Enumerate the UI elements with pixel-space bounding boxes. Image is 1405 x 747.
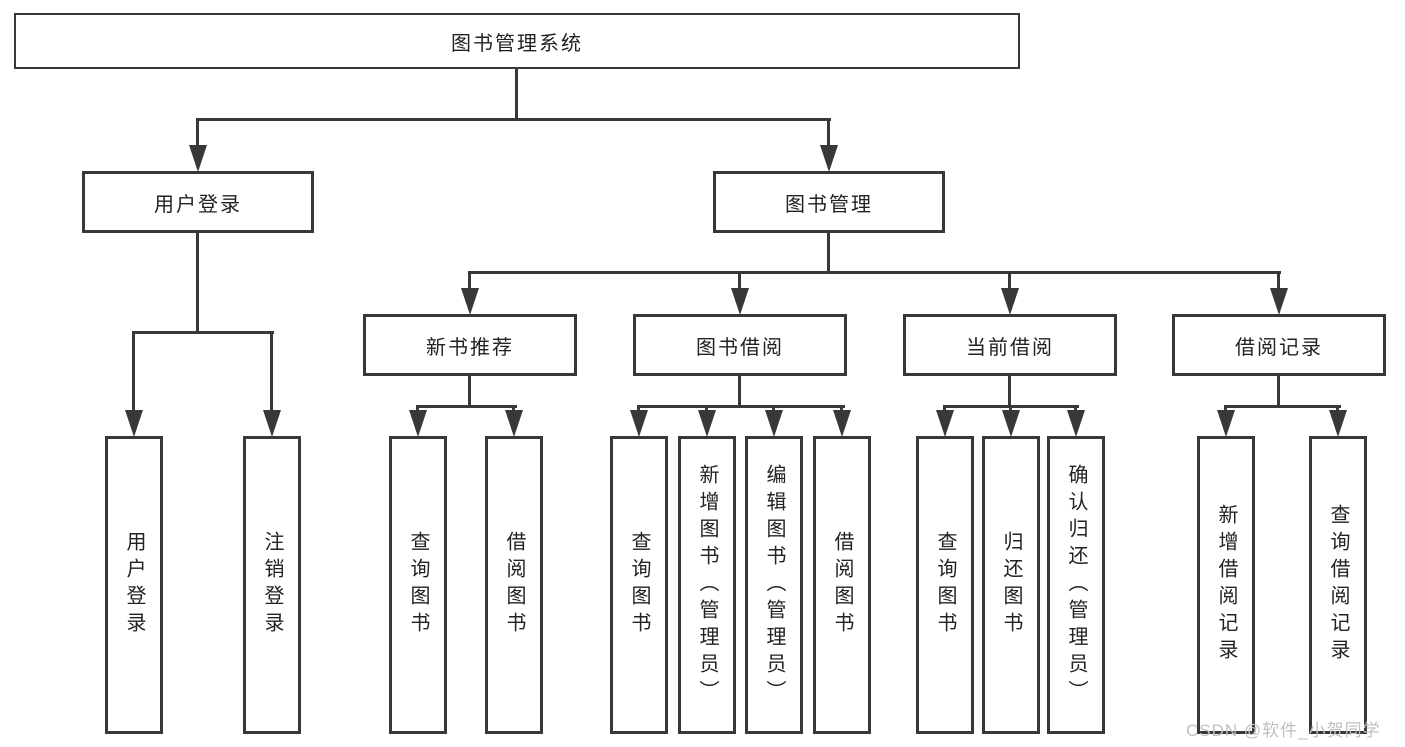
arrow-down-icon	[731, 288, 749, 315]
leaf-return-books: 归还图书	[982, 436, 1040, 734]
connector-vline	[1008, 271, 1011, 291]
leaf-logout-label: 注销登录	[261, 531, 283, 639]
connector-hline	[1224, 405, 1341, 408]
connector-vline	[1009, 405, 1012, 414]
leaf-query-books-current-label: 查询图书	[934, 531, 956, 639]
leaf-query-books-recommend-label: 查询图书	[407, 531, 429, 639]
node-borrowing-records: 借阅记录	[1172, 314, 1386, 376]
leaf-query-books-current: 查询图书	[916, 436, 974, 734]
leaf-edit-books-admin: 编辑图书（管理员）	[745, 436, 803, 734]
leaf-edit-books-admin-label: 编辑图书（管理员）	[763, 463, 785, 707]
node-new-book-recommendation-label: 新书推荐	[426, 336, 514, 359]
connector-hline	[637, 405, 845, 408]
connector-vline	[1008, 376, 1011, 408]
arrow-down-icon	[936, 410, 954, 437]
arrow-down-icon	[125, 410, 143, 437]
connector-vline	[738, 271, 741, 291]
arrow-down-icon	[698, 410, 716, 437]
node-book-management-label: 图书管理	[785, 193, 873, 216]
arrow-down-icon	[409, 410, 427, 437]
leaf-add-borrow-record-label: 新增借阅记录	[1215, 504, 1237, 666]
arrow-down-icon	[1001, 288, 1019, 315]
connector-vline	[1277, 376, 1280, 408]
leaf-add-books-admin: 新增图书（管理员）	[678, 436, 736, 734]
connector-hline	[468, 271, 1281, 274]
node-borrowing-records-label: 借阅记录	[1235, 336, 1323, 359]
arrow-down-icon	[1217, 410, 1235, 437]
connector-vline	[637, 405, 640, 414]
arrow-down-icon	[189, 145, 207, 172]
connector-vline	[1074, 405, 1077, 414]
connector-vline	[827, 233, 830, 274]
connector-vline	[196, 118, 199, 148]
leaf-borrow-books-recommend-label: 借阅图书	[503, 531, 525, 639]
arrow-down-icon	[820, 145, 838, 172]
connector-vline	[196, 233, 199, 333]
connector-vline	[468, 376, 471, 408]
leaf-query-books-borrowing: 查询图书	[610, 436, 668, 734]
connector-vline	[270, 331, 273, 415]
node-book-management: 图书管理	[713, 171, 945, 233]
leaf-borrow-books-recommend: 借阅图书	[485, 436, 543, 734]
leaf-logout: 注销登录	[243, 436, 301, 734]
leaf-query-books-borrowing-label: 查询图书	[628, 531, 650, 639]
leaf-borrow-books-label: 借阅图书	[831, 531, 853, 639]
node-current-borrowing-label: 当前借阅	[966, 336, 1054, 359]
arrow-down-icon	[765, 410, 783, 437]
node-library-system-label: 图书管理系统	[451, 32, 583, 55]
leaf-query-borrow-record-label: 查询借阅记录	[1327, 504, 1349, 666]
connector-hline	[196, 118, 831, 121]
connector-vline	[840, 405, 843, 414]
leaf-user-login-label: 用户登录	[123, 531, 145, 639]
node-book-borrowing: 图书借阅	[633, 314, 847, 376]
connector-vline	[1336, 405, 1339, 414]
connector-vline	[772, 405, 775, 414]
arrow-down-icon	[1067, 410, 1085, 437]
arrow-down-icon	[833, 410, 851, 437]
connector-vline	[512, 405, 515, 414]
leaf-return-books-label: 归还图书	[1000, 531, 1022, 639]
leaf-query-books-recommend: 查询图书	[389, 436, 447, 734]
arrow-down-icon	[505, 410, 523, 437]
arrow-down-icon	[263, 410, 281, 437]
node-library-system: 图书管理系统	[14, 13, 1020, 69]
leaf-confirm-return-admin-label: 确认归还（管理员）	[1065, 463, 1087, 707]
leaf-add-borrow-record: 新增借阅记录	[1197, 436, 1255, 734]
connector-vline	[515, 69, 518, 120]
leaf-user-login: 用户登录	[105, 436, 163, 734]
node-user-login-label: 用户登录	[154, 193, 242, 216]
arrow-down-icon	[630, 410, 648, 437]
node-book-borrowing-label: 图书借阅	[696, 336, 784, 359]
node-user-login: 用户登录	[82, 171, 314, 233]
node-new-book-recommendation: 新书推荐	[363, 314, 577, 376]
leaf-query-borrow-record: 查询借阅记录	[1309, 436, 1367, 734]
connector-vline	[738, 376, 741, 408]
leaf-add-books-admin-label: 新增图书（管理员）	[696, 463, 718, 707]
connector-vline	[827, 118, 830, 148]
connector-vline	[416, 405, 419, 414]
connector-vline	[943, 405, 946, 414]
connector-vline	[1277, 271, 1280, 291]
arrow-down-icon	[1329, 410, 1347, 437]
arrow-down-icon	[1002, 410, 1020, 437]
connector-hline	[132, 331, 274, 334]
arrow-down-icon	[1270, 288, 1288, 315]
leaf-borrow-books: 借阅图书	[813, 436, 871, 734]
connector-vline	[1224, 405, 1227, 414]
connector-vline	[468, 271, 471, 291]
arrow-down-icon	[461, 288, 479, 315]
connector-hline	[416, 405, 517, 408]
leaf-confirm-return-admin: 确认归还（管理员）	[1047, 436, 1105, 734]
node-current-borrowing: 当前借阅	[903, 314, 1117, 376]
connector-vline	[132, 331, 135, 415]
connector-vline	[705, 405, 708, 414]
watermark: CSDN @软件_小贺同学	[1186, 721, 1381, 740]
